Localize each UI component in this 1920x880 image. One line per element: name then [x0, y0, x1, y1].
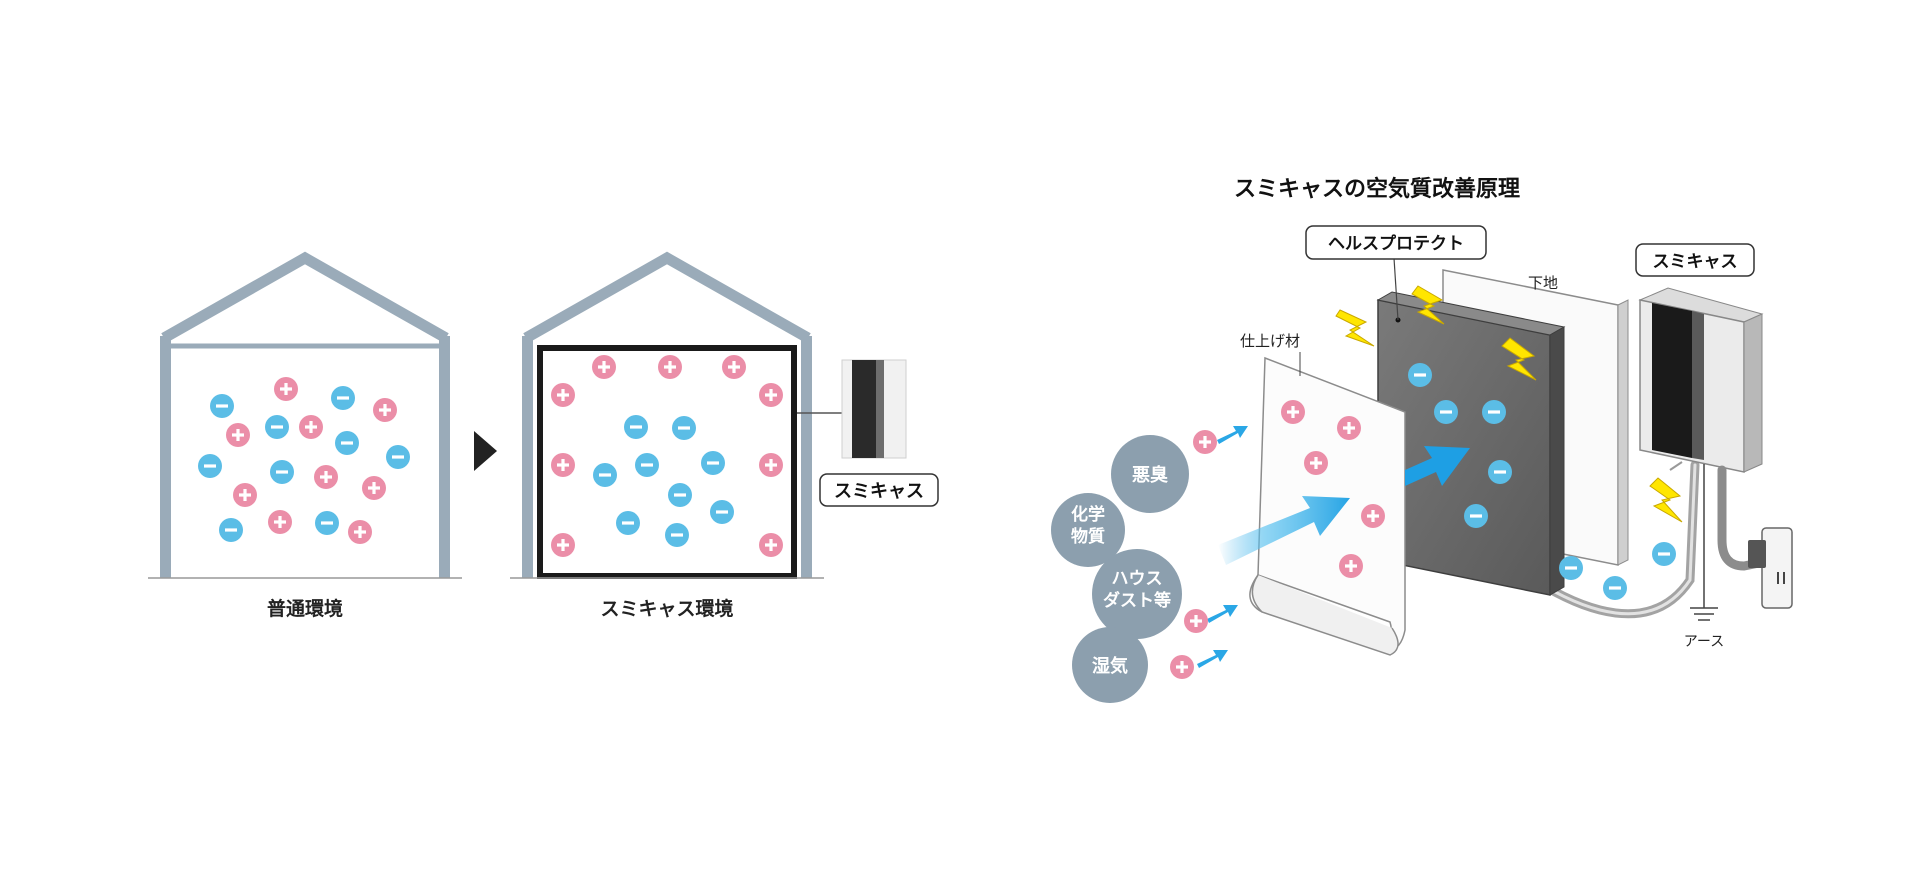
minus-ion-icon [593, 463, 617, 487]
minus-ion-icon [1559, 556, 1583, 580]
plus-ion-icon [274, 377, 298, 401]
health-protect-label-box: ヘルスプロテクト [1305, 225, 1487, 260]
plus-ion-icon [1339, 554, 1363, 578]
minus-ion-icon [315, 511, 339, 535]
plus-ion-icon [362, 476, 386, 500]
minus-ion-icon [1408, 363, 1432, 387]
bubble-chemical [1051, 493, 1125, 567]
minus-ion-icon [265, 415, 289, 439]
sumicas-large-label: スミキャス [1653, 252, 1738, 272]
zap-icon [1411, 285, 1445, 325]
minus-ion-icon [701, 451, 725, 475]
bubble-dust [1092, 549, 1182, 639]
transition-arrow-icon [474, 431, 497, 471]
minus-ion-icon [665, 523, 689, 547]
plus-ion-icon [314, 465, 338, 489]
minus-ion-icon [1434, 400, 1458, 424]
minus-ion-icon [335, 431, 359, 455]
plus-ion-icon [1304, 451, 1328, 475]
plus-ion-icon [348, 520, 372, 544]
minus-ion-icon [210, 394, 234, 418]
ions-normal [198, 377, 410, 544]
sumicas-device-label-box: スミキャス [819, 473, 939, 507]
plus-ion-icon [722, 355, 746, 379]
plus-ion-icon [1193, 430, 1217, 454]
ground-symbol-icon [1690, 464, 1718, 621]
bubble-chemical-text: 化学物質 [1071, 504, 1105, 547]
airflow-arrow-icon [1218, 496, 1350, 565]
bubble-moisture-text: 湿気 [1092, 655, 1128, 677]
plus-ion-icon [268, 510, 292, 534]
small-arrow-icon [1217, 426, 1248, 444]
minus-ion-icon [331, 386, 355, 410]
minus-ion-icon [672, 416, 696, 440]
minus-ion-icon [624, 415, 648, 439]
airflow-arrows [1218, 446, 1470, 565]
house-normal [148, 251, 462, 579]
sumicas-large-label-box: スミキャス [1635, 243, 1755, 277]
bubble-moisture [1072, 627, 1148, 703]
bubble-odor [1111, 435, 1189, 513]
zap-icon [1649, 477, 1683, 523]
plus-ion-icon [759, 453, 783, 477]
house-sumicas [510, 251, 852, 579]
plus-ion-icon [551, 533, 575, 557]
plus-ion-icon [592, 355, 616, 379]
bubble-odor-text: 悪臭 [1132, 464, 1168, 486]
small-arrow-icon [1197, 650, 1228, 668]
plus-ion-icon [1361, 504, 1385, 528]
small-arrows [1197, 426, 1248, 668]
plus-ion-icon [1337, 416, 1361, 440]
zap-icon [1335, 309, 1375, 347]
minus-ion-icon [198, 454, 222, 478]
power-cable [1717, 465, 1769, 571]
plus-ion-icon [658, 355, 682, 379]
minus-ion-icon [270, 460, 294, 484]
plus-ion-icon [1170, 655, 1194, 679]
plus-ion-icon [551, 383, 575, 407]
plus-ion-icon [373, 398, 397, 422]
plus-ion-icon [299, 415, 323, 439]
sumicas-device-label: スミキャス [834, 481, 924, 502]
plus-ion-icon [226, 423, 250, 447]
plus-ion-icon [759, 533, 783, 557]
minus-ion-icon [710, 500, 734, 524]
ions-principle [1170, 363, 1676, 679]
minus-ion-icon [1652, 542, 1676, 566]
plus-ion-icon [551, 453, 575, 477]
health-protect-label: ヘルスプロテクト [1328, 233, 1464, 254]
plus-ion-icon [1184, 609, 1208, 633]
normal-env-caption: 普通環境 [267, 597, 343, 620]
bubble-dust-text: ハウスダスト等 [1103, 569, 1171, 611]
airflow-arrow-icon [1405, 446, 1470, 486]
zap-icon [1501, 337, 1537, 381]
wall-outlet [1748, 527, 1793, 609]
finish-label: 仕上げ材 [1240, 332, 1300, 350]
pollutant-bubbles: 悪臭 化学物質 ハウスダスト等 湿気 [1051, 435, 1189, 703]
principle-title: スミキャスの空気質改善原理 [1234, 176, 1520, 202]
minus-ion-icon [1603, 576, 1627, 600]
minus-ion-icon [668, 483, 692, 507]
ground-label: アース [1684, 634, 1724, 650]
minus-ion-icon [1464, 504, 1488, 528]
ions-sumicas [551, 355, 783, 557]
base-label: 下地 [1528, 274, 1558, 292]
health-protect-panel [1376, 291, 1566, 596]
sumicas-device-small [841, 359, 907, 459]
plus-ion-icon [233, 483, 257, 507]
small-arrow-icon [1207, 605, 1238, 623]
sumicas-device-large [1638, 287, 1764, 473]
minus-ion-icon [1482, 400, 1506, 424]
plus-ion-icon [759, 383, 783, 407]
sumicas-env-caption: スミキャス環境 [600, 597, 733, 620]
zap-icons [1335, 285, 1683, 523]
minus-ion-icon [219, 518, 243, 542]
minus-ion-icon [616, 511, 640, 535]
minus-ion-icon [1488, 460, 1512, 484]
minus-ion-icon [386, 445, 410, 469]
minus-ion-icon [635, 453, 659, 477]
plus-ion-icon [1281, 400, 1305, 424]
